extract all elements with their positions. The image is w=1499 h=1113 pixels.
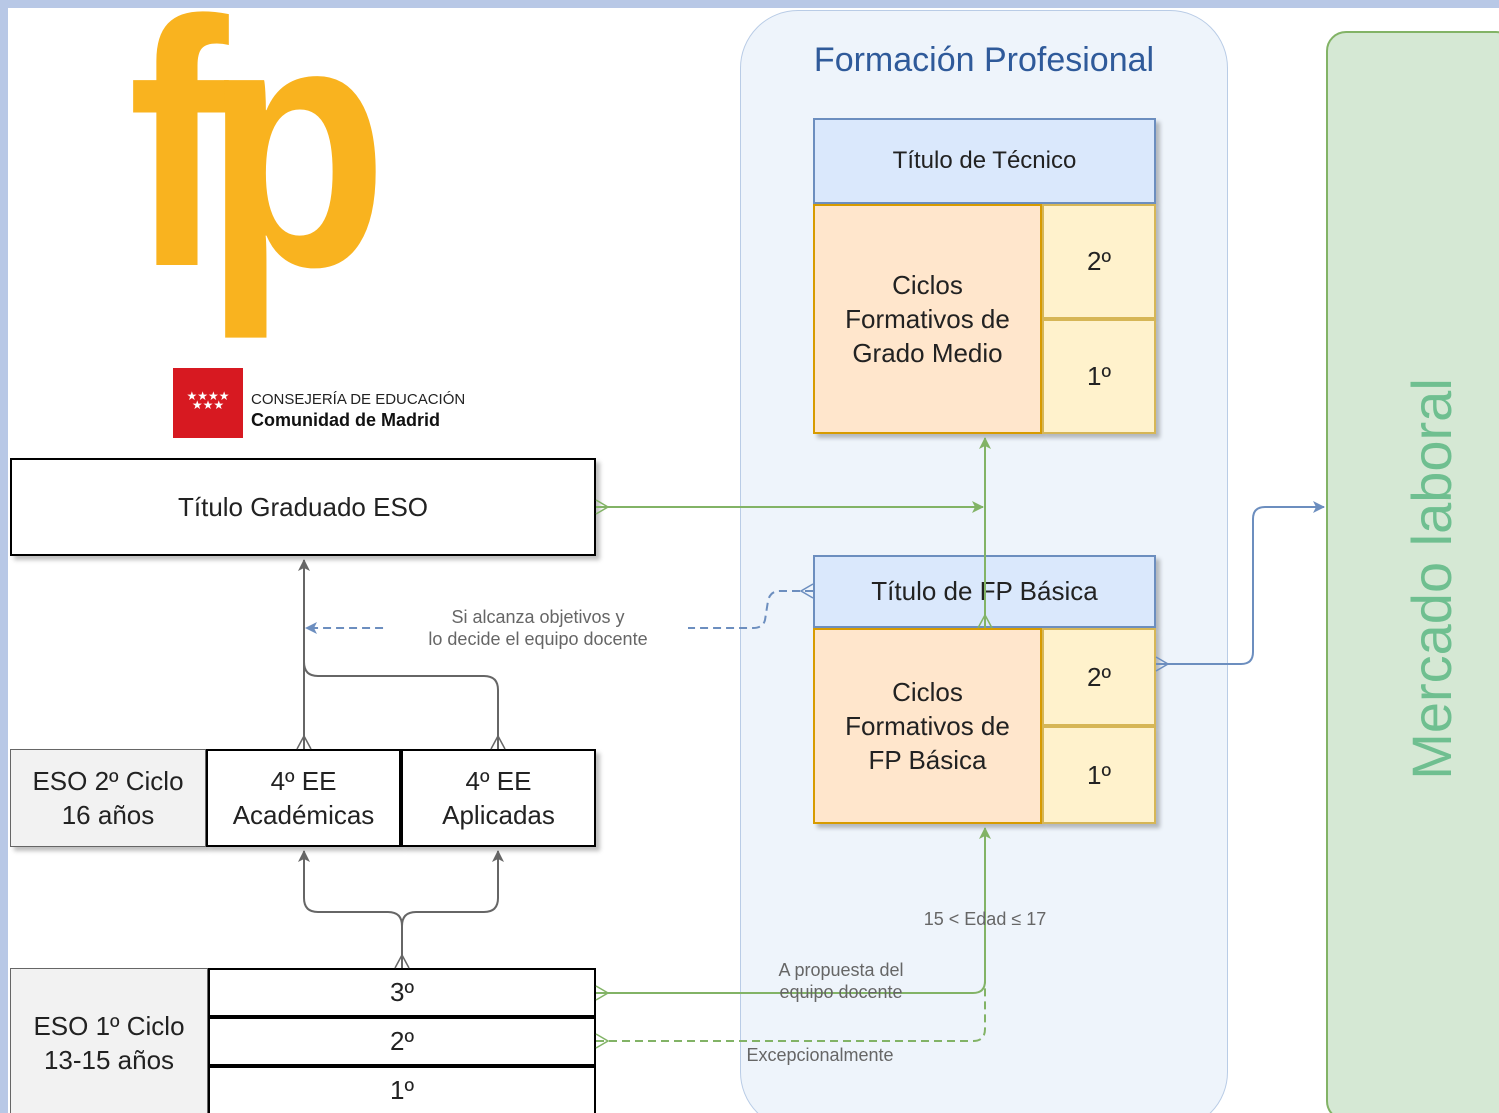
madrid-flag: ★★★★★★★ bbox=[173, 368, 243, 438]
fp-logo-text: fp bbox=[128, 8, 388, 340]
edge-fpbasica-to-eso-dashed bbox=[305, 590, 813, 634]
grado-medio-year-2: 2º bbox=[1042, 204, 1156, 319]
eso-1-year-3: 3º bbox=[208, 968, 596, 1017]
consejeria-text: CONSEJERÍA DE EDUCACIÓN bbox=[251, 391, 466, 408]
grado-medio-year-1: 1º bbox=[1042, 319, 1156, 434]
titulo-graduado-eso: Título Graduado ESO bbox=[10, 458, 596, 556]
mercado-laboral-box bbox=[1326, 31, 1499, 1113]
edge-eso3-to-4academicas bbox=[298, 850, 403, 968]
edge-label-propuesta: A propuesta del equipo docente bbox=[778, 960, 904, 1002]
eso-1-ciclo-label: ESO 1º Ciclo 13-15 años bbox=[10, 968, 208, 1113]
connectors bbox=[296, 437, 1325, 1049]
edge-eso2-to-fpbasica-dashed bbox=[596, 978, 986, 1042]
fp-container-title: Formación Profesional bbox=[813, 40, 1155, 79]
eso-2-ciclo-label: ESO 2º Ciclo 16 años bbox=[10, 749, 206, 847]
diagram-canvas: Formación Profesional Mercado laboral fp… bbox=[8, 8, 1499, 1113]
edge-fpbasica-to-mercado bbox=[1156, 501, 1325, 665]
fp-basica-year-2: 2º bbox=[1042, 628, 1156, 726]
eso-1-year-1: 1º bbox=[208, 1066, 596, 1113]
eso-4-aplicadas: 4º EE Aplicadas bbox=[401, 749, 596, 847]
ciclos-fp-basica: Ciclos Formativos de FP Básica bbox=[813, 628, 1042, 824]
edge-label-si-alcanza: Si alcanza objetivos y lo decide el equi… bbox=[388, 606, 688, 650]
fp-logo: fp ★★★★★★★ CONSEJERÍA DE EDUCACIÓN Comun… bbox=[128, 8, 518, 443]
edge-4aplicadas-to-eso bbox=[303, 661, 499, 749]
edge-eso3-to-4aplicadas bbox=[401, 850, 504, 927]
fp-basica-year-1: 1º bbox=[1042, 726, 1156, 824]
comunidad-text: Comunidad de Madrid bbox=[251, 410, 440, 430]
titulo-tecnico-header: Título de Técnico bbox=[813, 118, 1156, 204]
eso-4-academicas: 4º EE Académicas bbox=[206, 749, 401, 847]
edge-label-excepcional: Excepcionalmente bbox=[746, 1045, 894, 1065]
edge-label-edad: 15 < Edad ≤ 17 bbox=[923, 909, 1047, 929]
ciclos-grado-medio: Ciclos Formativos de Grado Medio bbox=[813, 204, 1042, 434]
eso-1-year-2: 2º bbox=[208, 1017, 596, 1066]
